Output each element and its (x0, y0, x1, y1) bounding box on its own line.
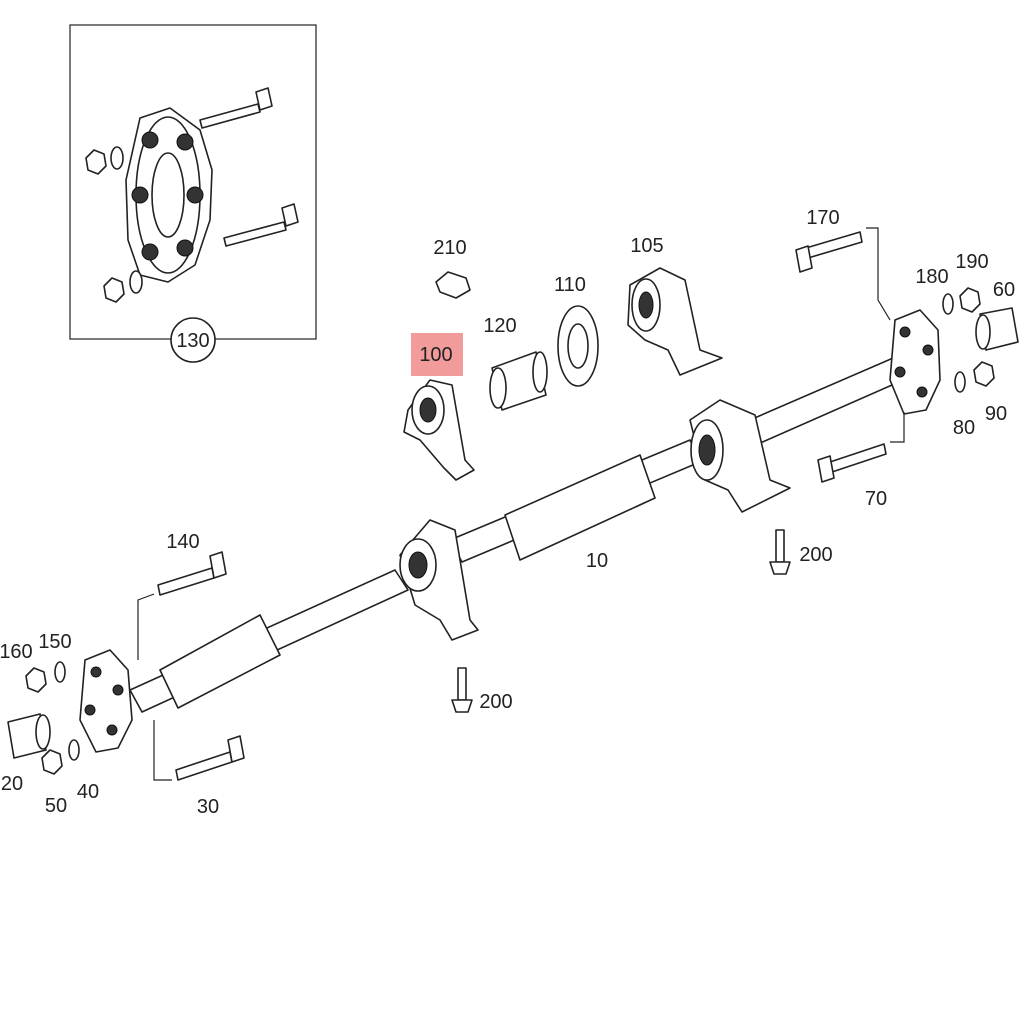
callout-160: 160 (0, 641, 33, 663)
inset-bolt-upper (199, 87, 273, 129)
callout-180: 180 (915, 266, 948, 288)
part-30-bolt (153, 720, 245, 781)
callout-50: 50 (45, 795, 67, 817)
rear-flex-disc (889, 309, 941, 415)
highlight-100 (411, 333, 463, 376)
center-bearing-front (399, 519, 479, 641)
drive-shaft (129, 354, 909, 713)
center-bearing-rear (689, 399, 791, 513)
callout-10: 10 (586, 550, 608, 572)
part-200-bolt-front (451, 667, 473, 713)
part-160-nut (25, 667, 47, 693)
callout-circle-130 (170, 317, 216, 363)
part-200-bolt-rear (769, 529, 791, 575)
callout-210: 210 (433, 237, 466, 259)
callout-30: 30 (197, 796, 219, 818)
callout-170: 170 (806, 207, 839, 229)
front-flex-disc (79, 649, 133, 753)
part-140-bolt (137, 551, 227, 660)
callout-200-rear: 200 (799, 544, 832, 566)
part-90-nut (973, 361, 995, 387)
part-20-bushing (7, 713, 51, 759)
callout-20: 20 (1, 773, 23, 795)
callout-90: 90 (985, 403, 1007, 425)
part-210-clip (435, 271, 471, 299)
inset-bolt-lower (223, 203, 299, 247)
part-120-boot (489, 351, 548, 411)
part-70-bolt (817, 412, 905, 483)
part-80-washer (954, 371, 966, 393)
part-105-bracket (627, 267, 723, 376)
part-40-washer (68, 739, 80, 761)
part-150-washer (54, 661, 66, 683)
callout-80: 80 (953, 417, 975, 439)
callout-60: 60 (993, 279, 1015, 301)
callout-190: 190 (955, 251, 988, 273)
callout-100: 100 (419, 344, 452, 366)
callout-120: 120 (483, 315, 516, 337)
part-180-washer (942, 293, 954, 315)
callout-130: 130 (176, 330, 209, 352)
inset-nut-lower (103, 270, 143, 303)
inset-nut-upper (85, 146, 124, 175)
callout-105: 105 (630, 235, 663, 257)
callout-40: 40 (77, 781, 99, 803)
flex-disc-detail (125, 107, 213, 283)
part-100-bracket (403, 379, 475, 481)
callout-140: 140 (166, 531, 199, 553)
part-60-bushing (975, 307, 1019, 351)
part-50-nut (41, 749, 63, 775)
callout-70: 70 (865, 488, 887, 510)
part-170-bolt (795, 227, 891, 321)
part-190-nut (959, 287, 981, 313)
callout-200-front: 200 (479, 691, 512, 713)
callout-110: 110 (554, 274, 586, 296)
callout-150: 150 (38, 631, 71, 653)
flex-disc-inset: 130 (69, 24, 317, 363)
part-110-bearing (557, 305, 599, 387)
